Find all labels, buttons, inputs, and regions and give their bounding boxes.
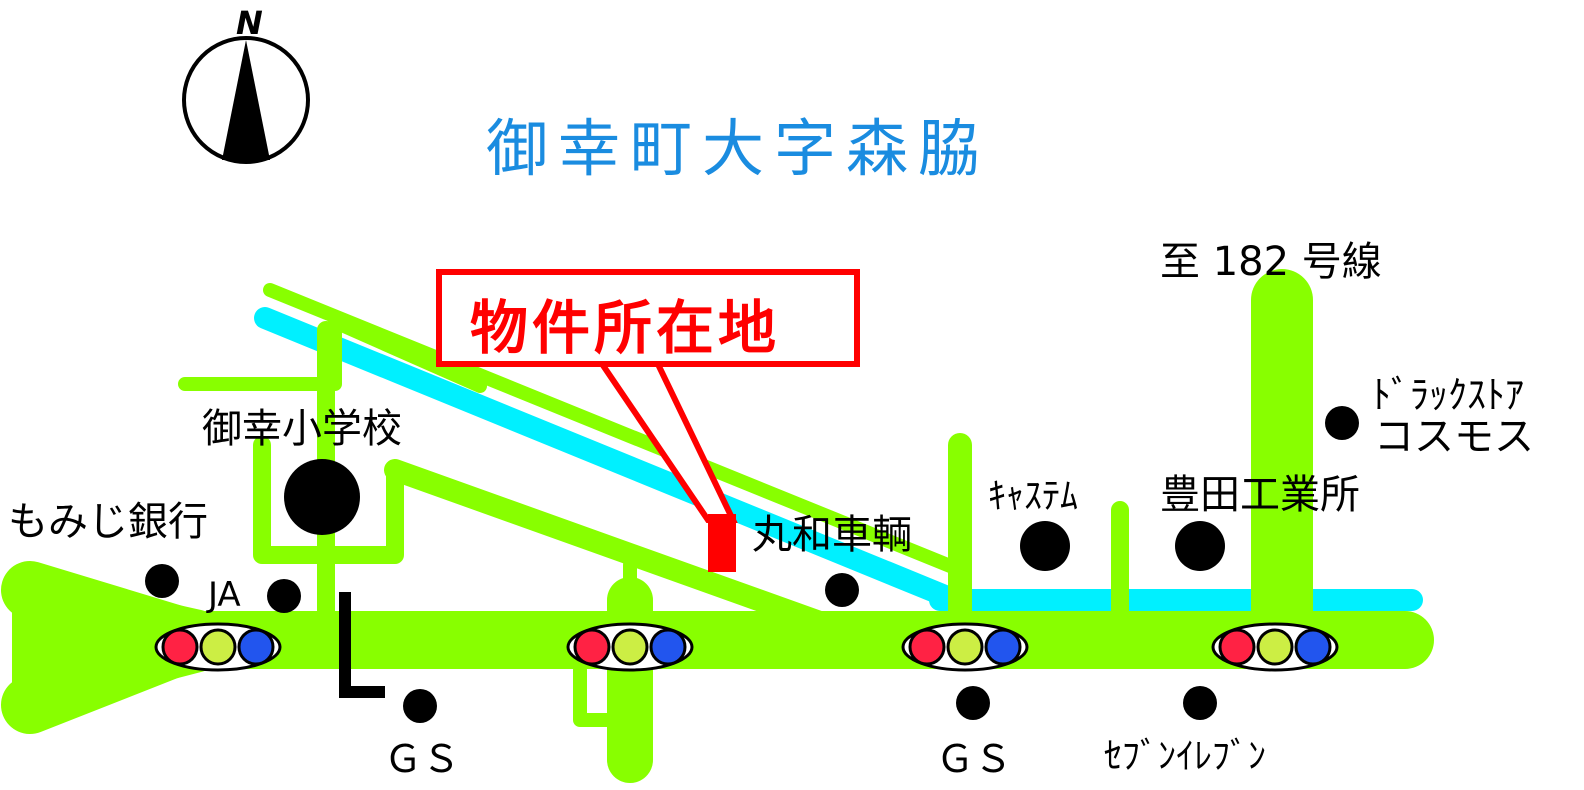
callout-pointer	[595, 356, 738, 523]
north-arrow-icon	[222, 40, 270, 160]
ja-dot	[267, 579, 301, 613]
drugstore-label-line1: ﾄﾞﾗｯｸｽﾄｱ	[1372, 373, 1524, 417]
kyasutemu-label: ｷｬｽﾃﾑ	[988, 476, 1078, 517]
traffic-signal-icon	[901, 622, 1029, 672]
gs-right-label: ＧＳ	[936, 737, 1012, 781]
river-diagonal	[254, 307, 961, 609]
traffic-signal-icon	[1211, 622, 1339, 672]
compass: N	[182, 4, 310, 164]
drugstore-label-line2: コスモス	[1374, 414, 1534, 460]
north-label: N	[236, 4, 263, 42]
drugstore-dot	[1325, 406, 1359, 440]
south-branch-loop	[573, 558, 637, 727]
property-callout: 物件所在地	[436, 269, 860, 572]
maruwa-label: 丸和車輌	[752, 512, 912, 558]
momiji-bank-dot	[145, 564, 179, 598]
kyasutemu-dot	[1020, 521, 1070, 571]
seven-eleven-label: ｾﾌﾞﾝｲﾚﾌﾞﾝ	[1104, 736, 1266, 777]
map-title: 御幸町大字森脇	[486, 112, 990, 185]
red-rectangle-marker	[708, 514, 736, 572]
toyoda-label: 豊田工業所	[1160, 472, 1360, 518]
river	[254, 307, 1423, 611]
traffic-signal-icon	[566, 622, 694, 672]
property-label: 物件所在地	[470, 294, 780, 362]
diagonal-road-south	[384, 459, 881, 651]
toyoda-dot	[1175, 521, 1225, 571]
gs-left-label: ＧＳ	[384, 737, 460, 781]
gs-right-dot	[956, 686, 990, 720]
route-182-label: 至 182 号線	[1160, 239, 1382, 285]
ja-label: JA	[206, 575, 241, 615]
landmark-dots	[145, 406, 1359, 723]
school-label: 御幸小学校	[202, 406, 402, 452]
school-dot	[284, 459, 360, 535]
seven-eleven-dot	[1183, 686, 1217, 720]
gs-left-dot	[403, 689, 437, 723]
l-shaped-mark	[339, 592, 385, 698]
callout-box	[436, 269, 860, 367]
maruwa-dot	[825, 573, 859, 607]
momiji-bank-label: もみじ銀行	[8, 499, 208, 545]
traffic-signal-icon	[154, 622, 282, 672]
